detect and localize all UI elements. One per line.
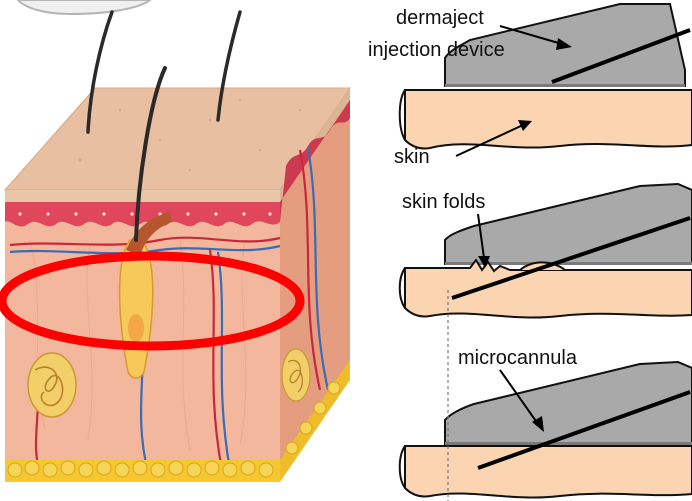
dermaject-schematic: dermaject injection device skin skin fol… (368, 4, 692, 501)
label-microcannula: microcannula (458, 347, 578, 369)
instrument-tip (18, 0, 150, 14)
panel-microcannula (400, 362, 692, 498)
label-injection-device: injection device (368, 39, 505, 61)
skin-surface (405, 90, 692, 148)
label-skin: skin (394, 146, 430, 168)
skin-block-illustration (2, 0, 350, 482)
label-skin-folds: skin folds (402, 191, 485, 213)
label-dermaject: dermaject (396, 7, 484, 29)
sweat-gland-right (282, 349, 310, 401)
sweat-gland-left (28, 353, 76, 417)
